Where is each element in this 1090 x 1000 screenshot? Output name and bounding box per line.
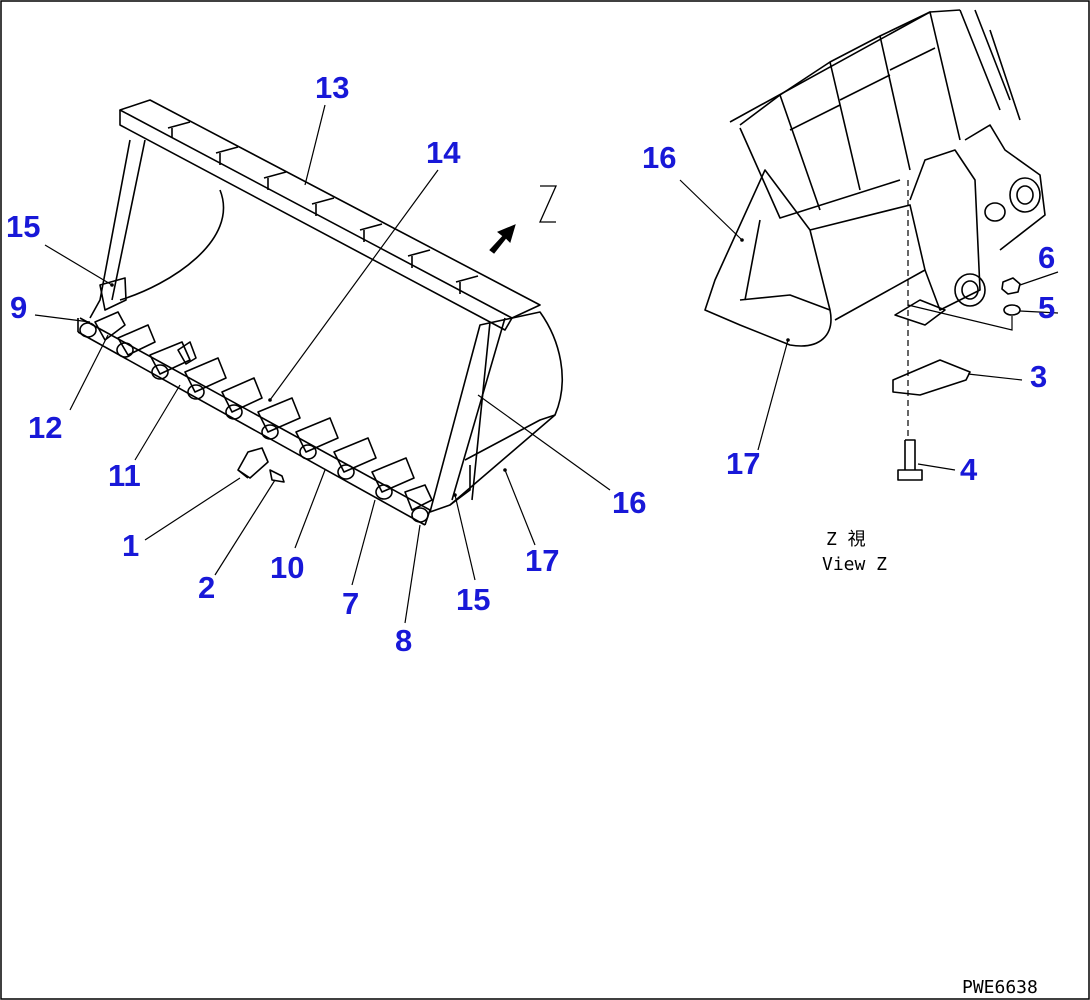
leader-3 (967, 373, 1023, 381)
bolt-head (897, 469, 923, 481)
leader-17b (757, 339, 789, 451)
leader-10 (294, 469, 326, 549)
leader-6 (1019, 271, 1059, 286)
callout-4: 4 (960, 452, 978, 487)
leader-2 (214, 479, 276, 576)
detached-pin (269, 469, 285, 483)
callout-16-right: 16 (642, 140, 676, 175)
callout-17-right: 17 (726, 446, 760, 481)
callout-10: 10 (270, 550, 304, 585)
viewz-wear-plate-17 (739, 294, 831, 311)
right-side-wall (429, 311, 563, 513)
leader-1 (144, 477, 241, 541)
viewz-rib-3 (829, 35, 911, 171)
callout-13: 13 (315, 70, 349, 105)
leader-16a (477, 394, 611, 491)
viewz-hinge-bracket-2 (964, 124, 1046, 251)
callout-17-left: 17 (525, 543, 559, 578)
viewz-rib-4 (879, 11, 961, 141)
tooth-pin-detail (177, 341, 197, 365)
washer-part-5 (1003, 304, 1021, 316)
viewz-rib-2 (779, 61, 861, 191)
callout-7: 7 (342, 586, 359, 621)
leader-dots (110, 238, 790, 497)
callout-numbers: 13 14 15 9 12 11 1 2 10 7 8 15 17 16 16 … (6, 70, 1055, 658)
viewz-side-plate-edge (744, 219, 761, 301)
viewz-top-edge (729, 9, 961, 123)
cutting-edge-ends (77, 318, 431, 526)
leader-17a (504, 469, 536, 546)
leader-11 (134, 384, 181, 461)
detached-tooth-edge (237, 469, 249, 479)
viewz-rear-plate (739, 127, 901, 219)
callout-9: 9 (10, 290, 27, 325)
fastener-assembly-line (907, 304, 1013, 331)
cutting-edge-lower (77, 331, 426, 526)
top-wear-plate-strip (119, 99, 541, 319)
leader-15a (44, 244, 113, 286)
leader-12 (69, 334, 109, 411)
right-side-plate-line (451, 317, 506, 501)
leader-15b (454, 494, 476, 581)
nut-part-6 (1001, 277, 1021, 295)
tooth-adapters (94, 311, 433, 511)
callout-2: 2 (198, 570, 215, 605)
viewz-back-lines (959, 9, 1021, 121)
leader-9 (34, 314, 91, 323)
left-side-inner-edge (111, 139, 146, 301)
callout-3: 3 (1030, 359, 1047, 394)
bucket-assembly (77, 99, 563, 526)
callout-15-left: 15 (6, 209, 40, 244)
leader-14 (269, 169, 439, 401)
viewz-mount-plate (894, 299, 946, 326)
leader-5 (1019, 310, 1059, 314)
plate-part-3 (892, 359, 971, 396)
view-z-assembly (704, 9, 1046, 481)
bucket-inner-curve (119, 189, 225, 301)
leader-16b (679, 179, 743, 241)
callout-14: 14 (426, 135, 461, 170)
viewz-hinge-hole-1 (961, 280, 979, 300)
leader-8 (404, 524, 421, 624)
wear-plate-steps (167, 121, 479, 283)
callout-5: 5 (1038, 290, 1055, 325)
callout-12: 12 (28, 410, 62, 445)
callout-1: 1 (122, 528, 139, 563)
viewz-hinge-eye-1 (954, 273, 986, 307)
callout-15-right: 15 (456, 582, 490, 617)
leader-13 (304, 104, 326, 186)
right-side-edge-line (471, 321, 491, 501)
left-side-plate (99, 277, 127, 311)
callout-6: 6 (1038, 240, 1055, 275)
leader-4 (917, 463, 956, 471)
viewz-hinge-bracket-1 (909, 149, 981, 311)
callout-16-left: 16 (612, 485, 646, 520)
callout-11: 11 (108, 458, 141, 493)
leader-lines (34, 104, 1059, 624)
left-side-edge (89, 139, 131, 319)
drawing-number: PWE6638 (962, 977, 1038, 998)
bolt-shank (904, 439, 916, 470)
tooth-knobs (79, 322, 429, 523)
wear-plate-joints (171, 128, 461, 294)
leader-7 (351, 499, 376, 586)
view-z-arrow (489, 185, 558, 254)
viewz-rib-crossbars (789, 47, 936, 131)
viewz-bucket-side (704, 169, 832, 347)
viewz-rib-1 (739, 94, 821, 211)
viewz-hinge-eye-3 (984, 202, 1006, 222)
viewz-hinge-hole-2 (1016, 185, 1034, 205)
view-caption-japanese: Z 視 (826, 529, 866, 550)
viewz-bottom-face (809, 204, 926, 321)
right-side-lower-plate (464, 414, 556, 461)
top-edge-lower (119, 110, 513, 331)
viewz-hinge-eye-2 (1009, 177, 1041, 213)
view-caption-english: View Z (822, 554, 887, 575)
detached-tooth (237, 447, 269, 479)
callout-8: 8 (395, 623, 412, 658)
